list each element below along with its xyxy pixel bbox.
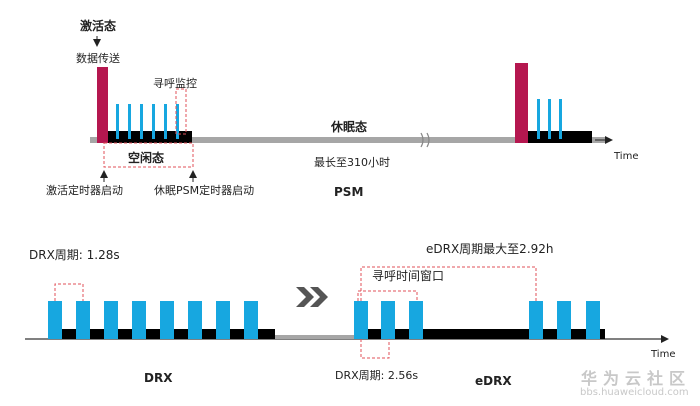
psm-mode-label: PSM [334, 185, 364, 199]
paging-time-window-label: 寻呼时间窗口 [372, 269, 445, 283]
psm-gray-timeline [90, 137, 605, 143]
drx-time-label: Time [651, 349, 676, 360]
paging-monitor-label: 寻呼监控 [153, 77, 197, 90]
drx-timeline-group [25, 266, 669, 359]
drx-mode-label: DRX [144, 371, 173, 385]
psm-idle-segment-1 [108, 131, 192, 143]
paging-pulse [164, 104, 167, 139]
psm-active-bar-1 [97, 67, 108, 143]
paging-monitor-dashed-box [175, 88, 187, 135]
paging-pulse [559, 99, 562, 139]
data-transfer-label: 数据传送 [76, 52, 120, 65]
edrx-pulse [557, 301, 571, 339]
active-state-label: 激活态 [80, 19, 117, 33]
edrx-cycle-dashed-bracket [360, 266, 537, 301]
psm-timeline-group [90, 36, 613, 182]
edrx-pulse [409, 301, 423, 339]
drx-pulses [48, 301, 258, 339]
activation-timer-start-label: 激活定时器启动 [46, 184, 123, 197]
paging-window-dashed-bracket [357, 290, 418, 301]
paging-pulse [176, 104, 179, 139]
psm-time-label: Time [614, 151, 639, 162]
drx-pulse [48, 301, 62, 339]
sleep-psm-timer-start-label: 休眠PSM定时器启动 [154, 184, 255, 197]
drx-pulse [188, 301, 202, 339]
idle-state-label: 空闲态 [128, 151, 165, 165]
paging-pulse [140, 104, 143, 139]
watermark-name: 华为云社区 [581, 369, 692, 388]
paging-pulse [128, 104, 131, 139]
paging-pulse [548, 99, 551, 139]
edrx-pulse [529, 301, 543, 339]
drx-cycle-dashed-bracket [54, 283, 84, 301]
idle-state-dashed-box [103, 142, 194, 168]
max-duration-label: 最长至310小时 [314, 156, 390, 169]
psm-active-bar-2 [515, 63, 528, 143]
drx-pulse [76, 301, 90, 339]
drx-pulse [160, 301, 174, 339]
double-chevron-right-icon [296, 287, 328, 307]
edrx-sleep-segment [355, 329, 605, 339]
drx-cycle-in-edrx-label: DRX周期: 2.56s [335, 369, 419, 382]
edrx-cycle-max-label: eDRX周期最大至2.92h [426, 242, 554, 256]
edrx-mode-label: eDRX [475, 374, 512, 388]
drx-cycle-label: DRX周期: 1.28s [29, 248, 120, 262]
drx-pulse [216, 301, 230, 339]
paging-pulse [152, 104, 155, 139]
drx-pulse [244, 301, 258, 339]
drx-cycle-2-dashed-bracket [360, 339, 390, 359]
watermark-url: bbs.huaweicloud.com [580, 387, 689, 398]
drx-pulse [104, 301, 118, 339]
psm-paging-pulses-2 [537, 99, 562, 139]
edrx-pulse [381, 301, 395, 339]
edrx-pulse [354, 301, 368, 339]
psm-paging-pulses-1 [116, 104, 179, 139]
paging-pulse [537, 99, 540, 139]
edrx-pulses [354, 301, 600, 339]
drx-pulse [132, 301, 146, 339]
sleep-state-label: 休眠态 [331, 120, 368, 134]
drx-gap-segment [275, 335, 355, 339]
paging-pulse [116, 104, 119, 139]
edrx-pulse [586, 301, 600, 339]
timeline-break-icon [420, 132, 430, 148]
